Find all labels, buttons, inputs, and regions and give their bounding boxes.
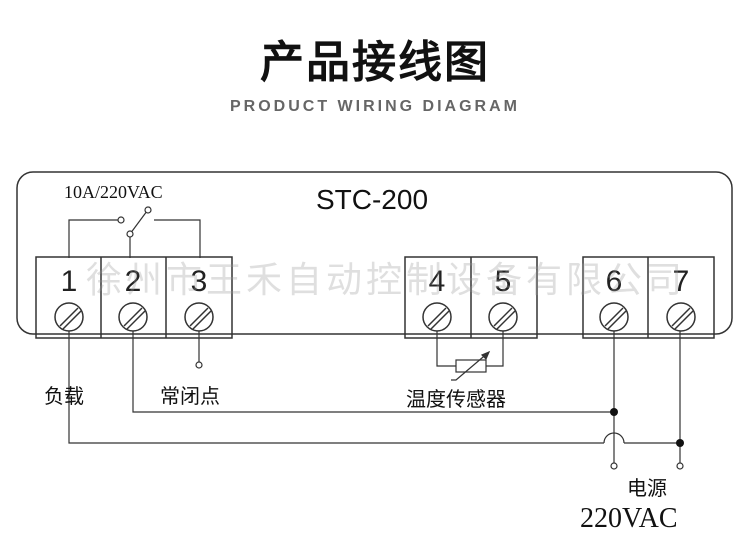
wiring-lines <box>68 331 681 463</box>
temp-sensor-label: 温度传感器 <box>406 387 506 411</box>
diagram-subtitle: PRODUCT WIRING DIAGRAM <box>230 98 520 115</box>
terminal-6-label: 6 <box>606 265 623 298</box>
screw-icon-7 <box>666 302 696 332</box>
terminal-5-label: 5 <box>495 265 512 298</box>
screw-icon-6 <box>599 302 629 332</box>
model-label: STC-200 <box>316 184 428 215</box>
power-voltage-label: 220VAC <box>580 503 678 534</box>
screw-icon-3 <box>184 302 214 332</box>
load-label: 负载 <box>44 384 84 408</box>
terminal-block-relay <box>35 256 233 339</box>
terminal-4-label: 4 <box>429 265 446 298</box>
power-label: 电源 <box>627 476 667 500</box>
junction-dot-terminal-6 <box>610 408 618 416</box>
screw-icon-5 <box>488 302 518 332</box>
screw-icon-2 <box>118 302 148 332</box>
terminal-block-sensor <box>404 256 538 339</box>
controller-body <box>16 171 733 335</box>
terminal-2-label: 2 <box>125 265 142 298</box>
open-end-normally-closed <box>195 361 203 369</box>
relay-rating-label: 10A/220VAC <box>64 182 163 202</box>
thermistor-icon <box>451 350 491 381</box>
screw-icon-1 <box>54 302 84 332</box>
terminal-7-label: 7 <box>673 265 690 298</box>
power-terminal-right <box>676 462 684 470</box>
diagram-title: 产品接线图 <box>260 37 490 88</box>
junction-dot-terminal-7 <box>676 439 684 447</box>
relay-contact-symbol <box>68 206 201 258</box>
terminal-3-label: 3 <box>191 265 208 298</box>
power-terminal-left <box>610 462 618 470</box>
terminal-1-label: 1 <box>61 265 78 298</box>
terminal-block-power <box>582 256 715 339</box>
screw-icon-4 <box>422 302 452 332</box>
normally-closed-label: 常闭点 <box>160 384 220 408</box>
company-watermark: 徐州市王禾自动控制设备有限公司 <box>86 260 686 301</box>
